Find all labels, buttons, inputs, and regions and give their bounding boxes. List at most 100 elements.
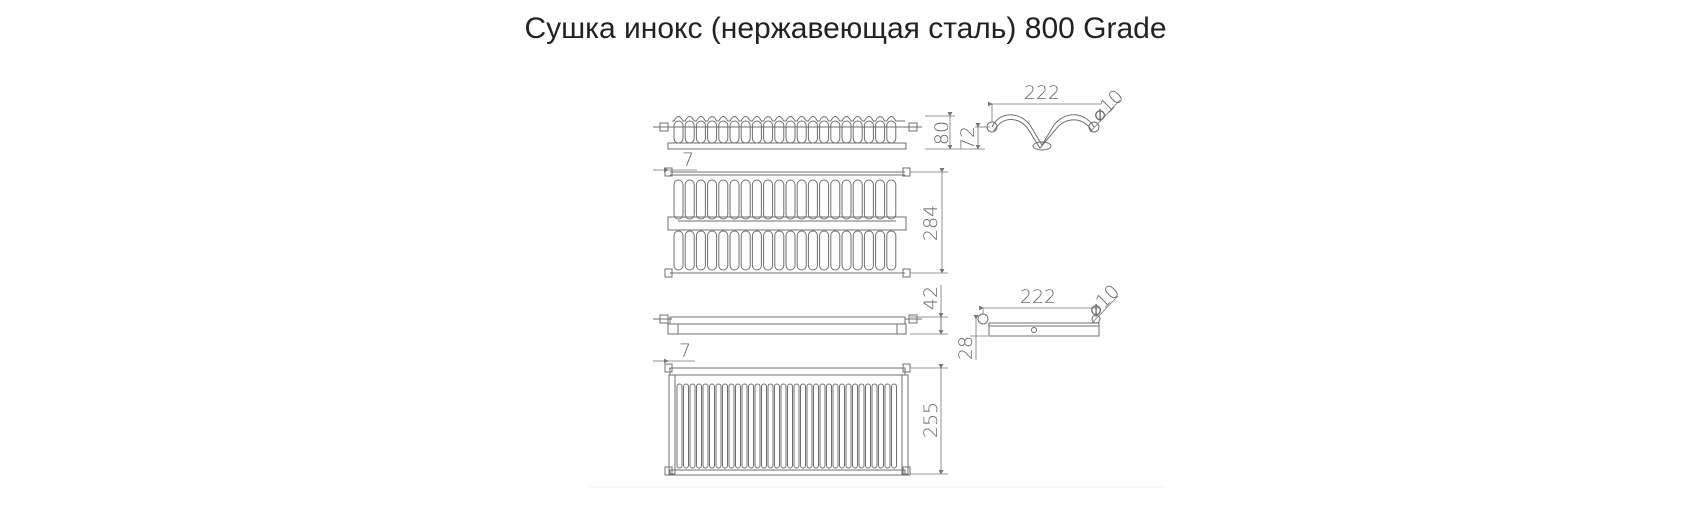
slat	[696, 383, 702, 469]
slat	[751, 179, 762, 220]
slat	[729, 230, 740, 271]
lower-tray-side-view: 42	[653, 285, 948, 335]
bolt-icon	[653, 122, 672, 132]
slat	[684, 120, 695, 144]
slat	[793, 383, 800, 469]
slat	[695, 230, 706, 271]
slat	[735, 383, 741, 469]
slat	[767, 383, 774, 469]
slat	[858, 383, 865, 469]
slat	[748, 383, 754, 469]
slat	[830, 179, 841, 220]
slat	[695, 179, 706, 220]
slat	[754, 383, 761, 469]
slat	[841, 120, 852, 144]
slat	[884, 383, 891, 469]
slat	[796, 179, 807, 220]
slat	[676, 383, 683, 469]
dim-offset: 7	[679, 340, 691, 362]
slat	[718, 230, 729, 271]
slat	[707, 120, 718, 144]
scallop-edge	[672, 116, 905, 122]
slat	[819, 120, 830, 144]
slat	[684, 179, 695, 220]
slat	[728, 383, 735, 469]
bolt-icon	[905, 122, 922, 132]
slat	[709, 383, 715, 469]
slat	[683, 383, 689, 469]
slat	[819, 230, 830, 271]
slat	[819, 179, 830, 220]
slat	[722, 383, 728, 469]
lower-tray-plan-view: 7 255	[653, 340, 948, 476]
slat	[841, 179, 852, 220]
slat	[673, 120, 684, 144]
slat	[673, 230, 684, 271]
slat	[830, 120, 841, 144]
slat	[689, 383, 696, 469]
slat	[807, 230, 818, 271]
slat	[832, 383, 839, 469]
slat	[878, 383, 884, 469]
slat	[785, 179, 796, 220]
slat	[871, 383, 878, 469]
slat	[813, 383, 819, 469]
slat	[830, 230, 841, 271]
dim-width: 222	[1020, 286, 1056, 308]
slat	[891, 383, 897, 469]
slat	[852, 179, 863, 220]
dim-diameter: ⌀10	[1087, 85, 1128, 126]
slat	[751, 230, 762, 271]
slat	[774, 383, 780, 469]
slat	[702, 383, 709, 469]
slat	[886, 120, 897, 144]
slat	[865, 383, 871, 469]
slat	[875, 120, 886, 144]
slat	[845, 383, 852, 469]
lower-tray-profile: 222 ⌀10 28	[955, 280, 1124, 360]
dim-depth: 284	[920, 205, 942, 241]
slat	[841, 230, 852, 271]
slat	[785, 230, 796, 271]
slat	[740, 230, 751, 271]
upper-rack-profile: 222 ⌀10	[986, 82, 1128, 151]
dim-height: 42	[920, 286, 942, 310]
slat	[852, 230, 863, 271]
slat	[774, 179, 785, 220]
slat	[826, 383, 832, 469]
upper-rack-plan-view: 7 284	[653, 149, 948, 278]
slat	[673, 179, 684, 220]
dim-height-total: 80	[931, 121, 953, 145]
slat	[852, 120, 863, 144]
slat	[715, 383, 722, 469]
slat	[740, 120, 751, 144]
slat	[707, 179, 718, 220]
slat	[785, 120, 796, 144]
slat	[863, 179, 874, 220]
slat	[806, 383, 813, 469]
slat	[684, 230, 695, 271]
dim-offset: 7	[682, 149, 694, 171]
slat	[839, 383, 845, 469]
bolt-icon	[653, 314, 672, 324]
slat	[852, 383, 858, 469]
slat	[886, 230, 897, 271]
slat	[761, 383, 767, 469]
slat	[863, 230, 874, 271]
slat	[774, 230, 785, 271]
slat	[787, 383, 793, 469]
dim-height: 28	[955, 336, 977, 360]
slat	[763, 120, 774, 144]
dim-diameter: ⌀10	[1083, 280, 1124, 321]
slat	[819, 383, 826, 469]
slat	[751, 120, 762, 144]
dim-depth: 255	[920, 402, 942, 438]
slat	[763, 230, 774, 271]
slat	[875, 230, 886, 271]
upper-rack-side-view: 80 72	[653, 112, 990, 150]
slat	[763, 179, 774, 220]
bolt-icon	[905, 314, 922, 324]
dim-width: 222	[1024, 82, 1060, 104]
slat	[774, 120, 785, 144]
